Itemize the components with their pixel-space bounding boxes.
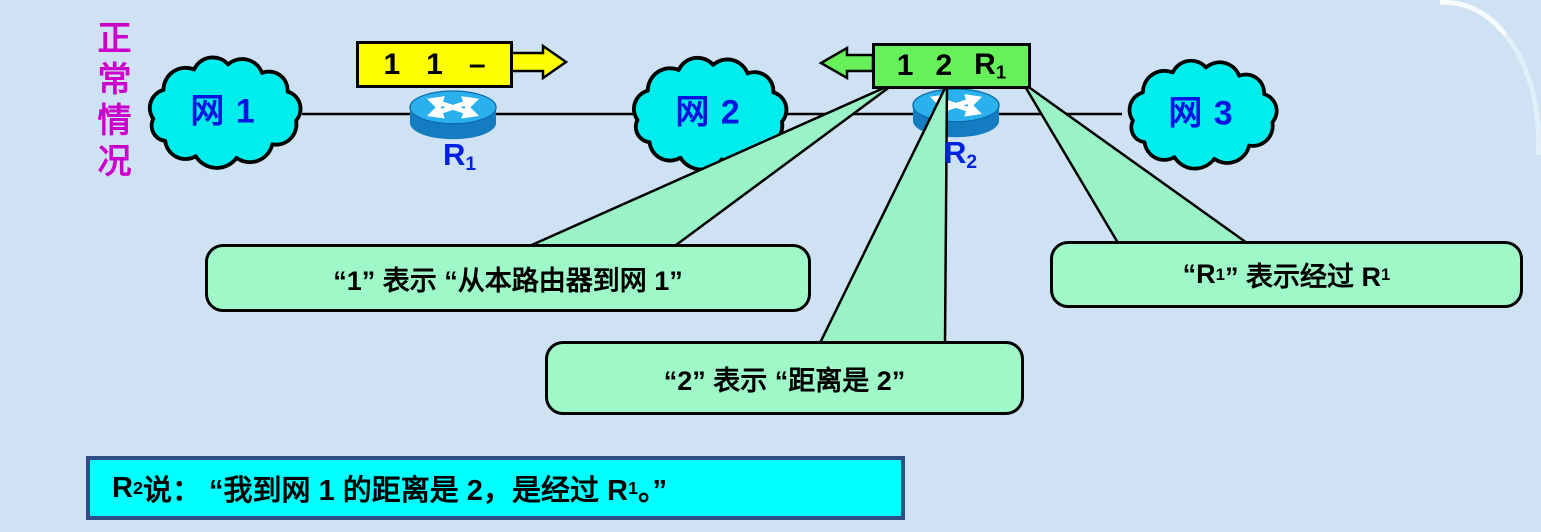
network-cloud-3: 网 3 bbox=[1118, 52, 1284, 176]
network-cloud-2: 网 2 bbox=[622, 50, 794, 176]
beam-pointer-3 bbox=[1021, 81, 1249, 245]
router-r1 bbox=[401, 85, 505, 147]
callout-dest-explanation: “1” 表示 “从本路由器到网 1” bbox=[205, 244, 811, 312]
network-2-label: 网 2 bbox=[675, 93, 741, 132]
left-arrow-icon bbox=[818, 45, 875, 81]
situation-label: 正常情况 bbox=[92, 20, 130, 184]
router-r2-label: R2 bbox=[944, 135, 978, 173]
network-3-label: 网 3 bbox=[1168, 94, 1234, 133]
routing-table-r1-box: 1 1 – bbox=[356, 41, 513, 88]
right-arrow-icon bbox=[505, 43, 569, 81]
table-cell-dest: 1 bbox=[896, 49, 914, 82]
beam-pointer-1 bbox=[523, 81, 897, 250]
network-1-label: 网 1 bbox=[190, 92, 256, 131]
routing-table-r2-box: 1 2 R1 bbox=[872, 43, 1031, 89]
callout-distance-explanation: “2” 表示 “距离是 2” bbox=[545, 341, 1024, 415]
table-cell-nexthop: – bbox=[468, 47, 486, 81]
router-r1-label: R1 bbox=[443, 137, 477, 175]
network-cloud-1: 网 1 bbox=[138, 48, 308, 176]
table-cell-distance: 1 bbox=[426, 47, 443, 81]
table-cell-dest: 1 bbox=[383, 47, 401, 81]
router-icon bbox=[409, 90, 497, 140]
table-cell-distance: 2 bbox=[935, 49, 953, 82]
table-cell-nexthop: R1 bbox=[974, 48, 1007, 83]
